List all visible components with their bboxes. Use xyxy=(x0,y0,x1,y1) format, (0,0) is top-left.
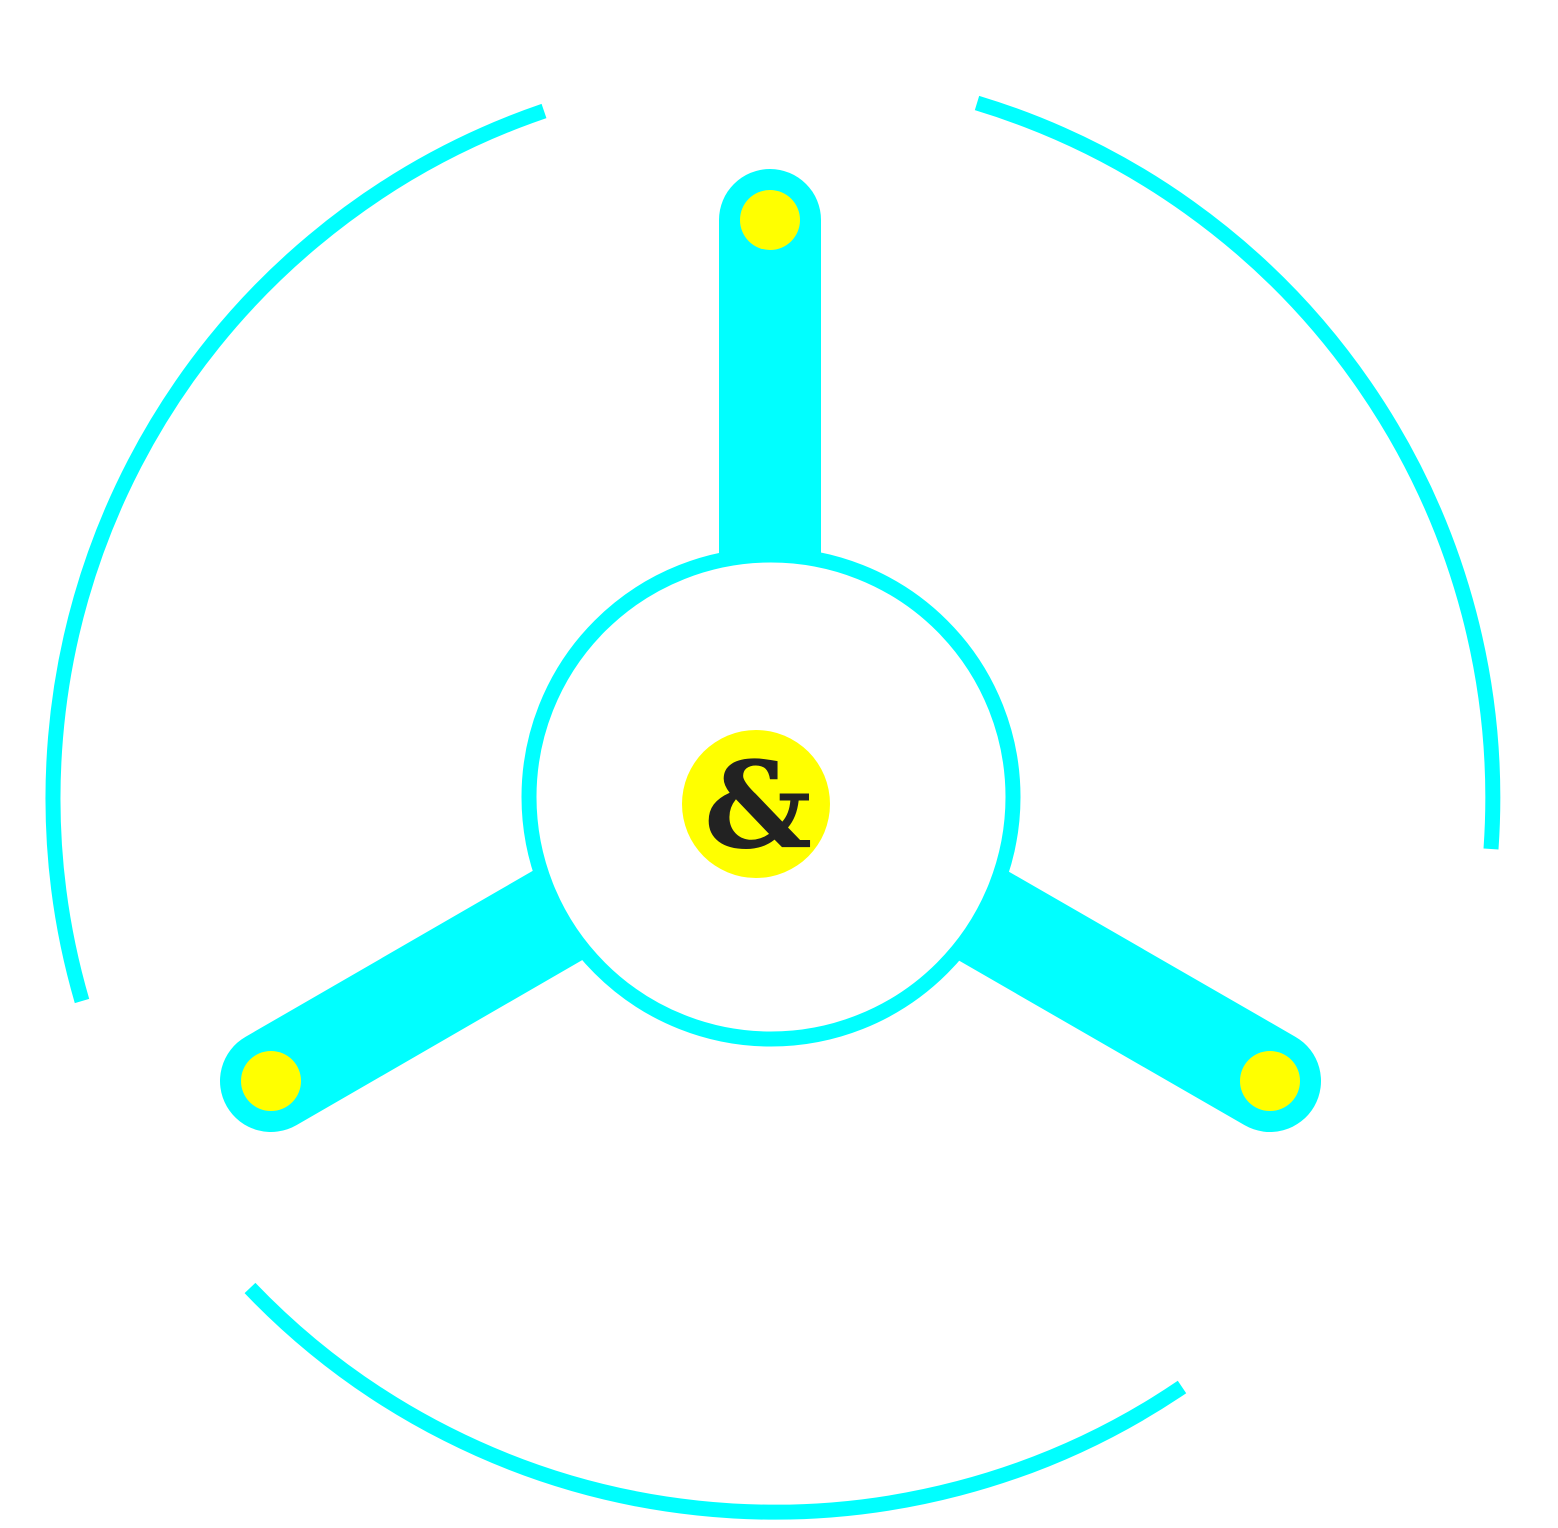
node-lower-right xyxy=(1240,1051,1300,1111)
outer-arc-upper-left xyxy=(45,103,547,1004)
outer-arc-upper-right xyxy=(974,95,1501,850)
center-badge-circle xyxy=(682,730,830,878)
outer-ring xyxy=(45,95,1501,1520)
node-lower-left xyxy=(241,1051,301,1111)
ampersand-glyph: & xyxy=(704,736,812,877)
outer-arc-bottom xyxy=(244,1282,1187,1520)
node-top xyxy=(740,190,800,250)
center-badge: & xyxy=(682,730,830,878)
spoke-nodes xyxy=(241,190,1300,1111)
